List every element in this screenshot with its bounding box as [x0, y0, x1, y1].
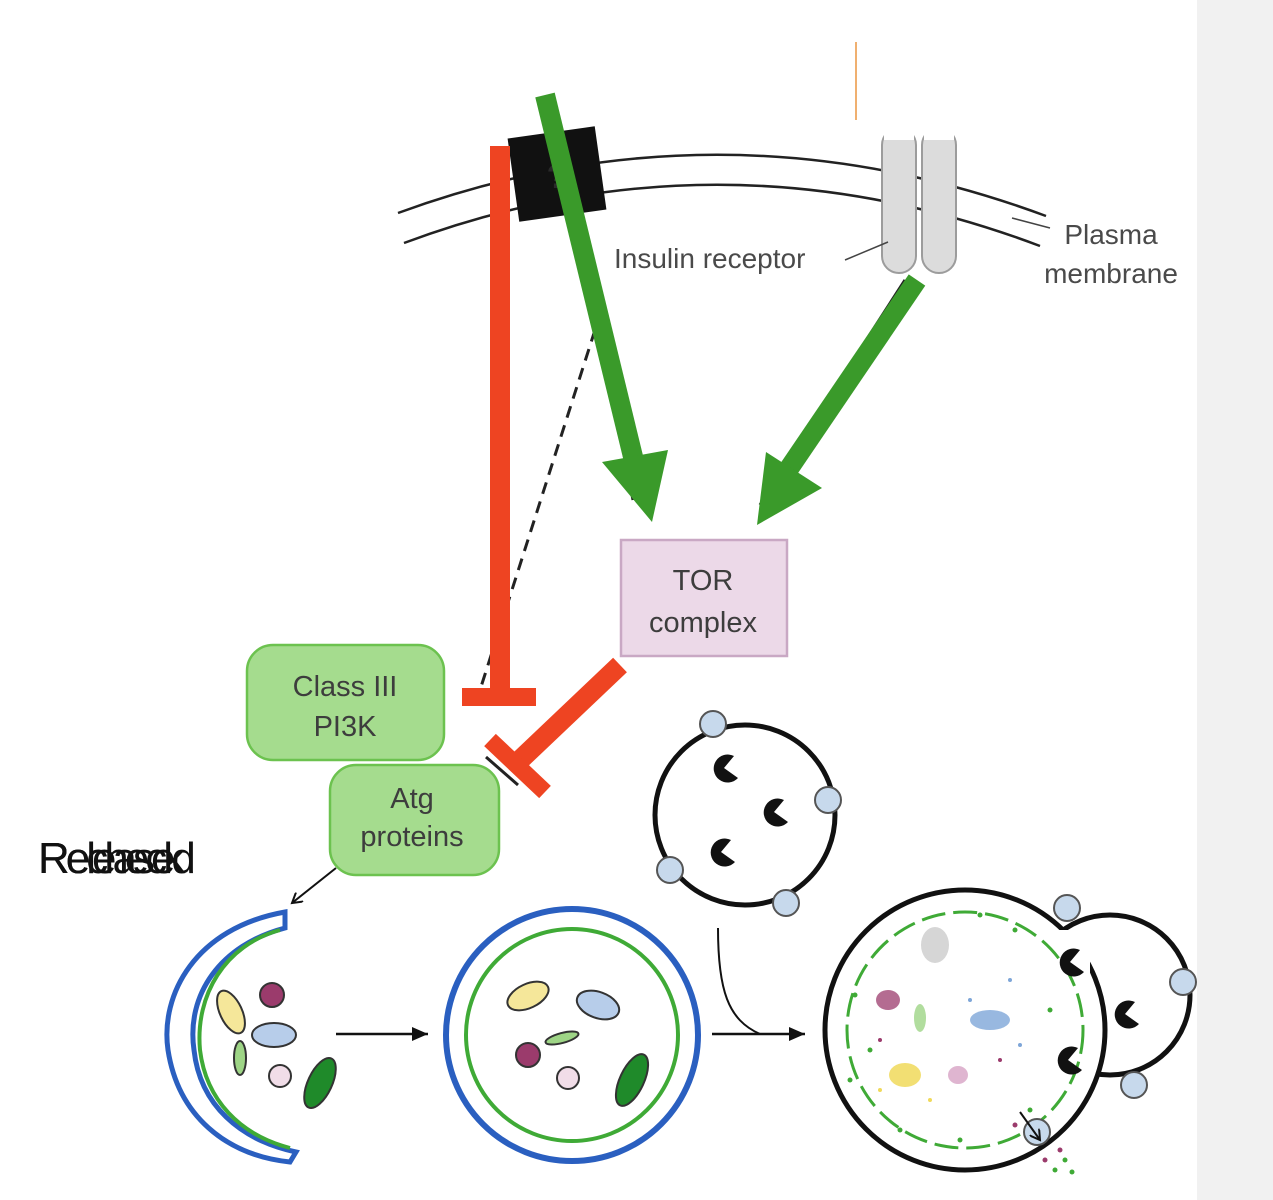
atg-proteins-box: Atg proteins	[328, 763, 501, 877]
autolysosome	[822, 887, 1197, 1175]
pi3k-label-line1: Class III	[293, 671, 398, 703]
tor-label-line1: TOR	[673, 565, 734, 597]
plasma-membrane-label-line2: membrane	[1044, 258, 1178, 289]
overlay-text: Released Recheck	[38, 834, 197, 883]
autophagosome	[443, 906, 701, 1164]
activation-arrow-receptor-to-tor	[535, 92, 668, 522]
arrow-atg-to-phagophore	[292, 867, 337, 903]
tor-complex-box: TOR complex	[619, 538, 789, 658]
dashed-signal	[478, 329, 597, 691]
insulin-receptor	[881, 120, 957, 274]
overlay-text-released: Released	[38, 834, 193, 883]
tor-label-line2: complex	[649, 607, 757, 639]
atg-label-line2: proteins	[360, 821, 463, 853]
atg-label-line1: Atg	[390, 783, 434, 815]
plasma-membrane-label-line1: Plasma	[1064, 219, 1158, 250]
activation-arrow-insulin-to-tor	[757, 274, 926, 525]
efflux-arrow	[1019, 1111, 1040, 1140]
insulin-receptor-leader	[844, 241, 889, 261]
class3-pi3k-box: Class III PI3K	[245, 643, 446, 762]
fusion-arrow	[717, 927, 761, 1035]
overlay-text-recheck: Recheck	[38, 834, 186, 883]
plasma-membrane-leader	[1011, 217, 1051, 229]
inhibition-bar-receptor-to-pi3k	[462, 146, 536, 706]
side-panel	[1197, 0, 1273, 1200]
inhibition-bar-tor-to-atg	[484, 657, 627, 799]
phagophore	[164, 909, 337, 1165]
insulin-receptor-label: Insulin receptor	[614, 243, 805, 274]
lysosome	[652, 710, 842, 917]
pi3k-label-line2: PI3K	[314, 711, 378, 743]
